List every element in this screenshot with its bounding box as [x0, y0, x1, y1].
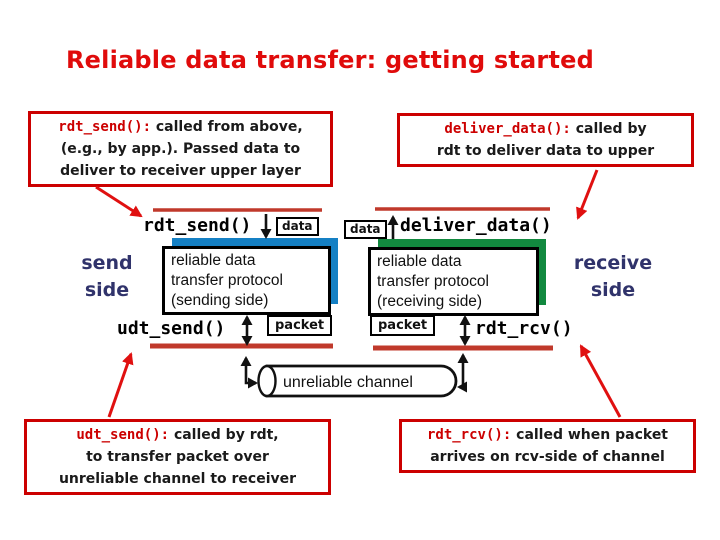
channel-left-cap [257, 364, 277, 398]
pointer-rdt-send-icon [95, 185, 143, 218]
receiving-box-line: (receiving side) [377, 293, 483, 310]
udt-send-code: udt_send(): [76, 427, 170, 443]
receiving-box-line: reliable data [377, 253, 462, 270]
pointer-rdt-rcv-icon [579, 344, 622, 418]
callout-line: arrives on rcv-side of channel [430, 449, 665, 465]
packet-tag-receive: packet [370, 315, 436, 336]
receiving-protocol-box: reliable data transfer protocol (receivi… [368, 247, 539, 316]
rdt-rcv-label: rdt_rcv() [475, 318, 573, 339]
pointer-udt-send-icon [107, 352, 134, 418]
callout-line: (e.g., by app.). Passed data to [60, 141, 301, 157]
arrow-channel-in-elbow-icon [240, 356, 258, 389]
rdt-send-label: rdt_send() [143, 215, 252, 236]
udt-send-label: udt_send() [117, 318, 226, 339]
receive-side-line: side [590, 279, 636, 301]
callout-line: called from above, [155, 119, 303, 135]
callout-line: to transfer packet over [86, 449, 269, 465]
receiving-box-line: transfer protocol [377, 273, 489, 290]
callout-line: rdt to deliver data to upper [436, 143, 655, 159]
deliver-data-code: deliver_data(): [444, 121, 571, 137]
rdt-rcv-code: rdt_rcv(): [426, 427, 512, 443]
data-tag-receive: data [344, 220, 387, 239]
callout-rdt-send: rdt_send(): called from above, (e.g., by… [28, 111, 333, 187]
sending-box-line: transfer protocol [171, 272, 283, 289]
callout-line: deliver to receiver upper layer [60, 163, 301, 179]
packet-tag-send: packet [267, 315, 333, 336]
send-side-line: side [84, 279, 130, 301]
data-tag-send: data [276, 217, 319, 236]
callout-deliver-data: deliver_data(): called by rdt to deliver… [397, 113, 694, 167]
unreliable-channel-capsule: unreliable channel [257, 364, 458, 398]
page-title: Reliable data transfer: getting started [66, 46, 594, 74]
receive-side-line: receive [573, 252, 653, 274]
receive-side-label: receive side [561, 250, 665, 304]
sending-protocol-box: reliable data transfer protocol (sending… [162, 246, 331, 315]
sending-box-line: reliable data [171, 252, 256, 269]
deliver-data-label: deliver_data() [400, 215, 552, 236]
channel-label: unreliable channel [283, 374, 413, 391]
send-side-label: send side [68, 250, 146, 304]
callout-line: called by rdt, [173, 427, 279, 443]
sending-box-line: (sending side) [171, 292, 269, 309]
callout-rdt-rcv: rdt_rcv(): called when packet arrives on… [399, 419, 696, 473]
rdt-send-code: rdt_send(): [58, 119, 151, 135]
arrow-channel-out-elbow-icon [457, 353, 469, 393]
callout-line: called by [575, 121, 647, 137]
pointer-deliver-data-icon [576, 169, 599, 220]
callout-line: called when packet [516, 427, 669, 443]
callout-udt-send: udt_send(): called by rdt, to transfer p… [24, 419, 331, 495]
callout-line: unreliable channel to receiver [58, 471, 297, 487]
channel-body [265, 364, 458, 398]
send-side-line: send [81, 252, 133, 274]
